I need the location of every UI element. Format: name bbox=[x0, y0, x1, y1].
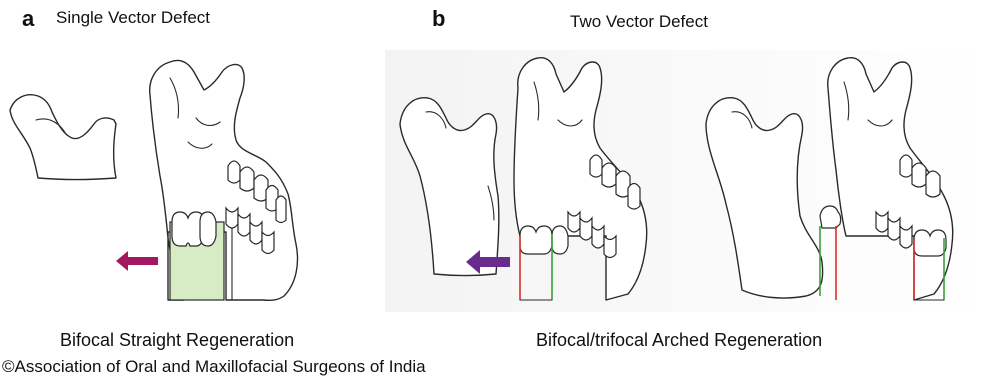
panel-a-letter: a bbox=[22, 6, 34, 32]
panel-b-title: Two Vector Defect bbox=[570, 12, 708, 32]
copyright-credit: ©Association of Oral and Maxillofacial S… bbox=[2, 357, 426, 377]
panel-a-caption: Bifocal Straight Regeneration bbox=[60, 330, 294, 351]
transport-teeth-b1 bbox=[520, 226, 568, 254]
transport-teeth bbox=[172, 212, 216, 246]
condyle-fragment bbox=[10, 95, 116, 180]
panel-a-title: Single Vector Defect bbox=[56, 8, 210, 28]
panel-b-caption: Bifocal/trifocal Arched Regeneration bbox=[536, 330, 822, 351]
panel-b-letter: b bbox=[432, 6, 445, 32]
panel-a-figure bbox=[10, 60, 298, 300]
arrow-a-icon bbox=[116, 251, 158, 271]
